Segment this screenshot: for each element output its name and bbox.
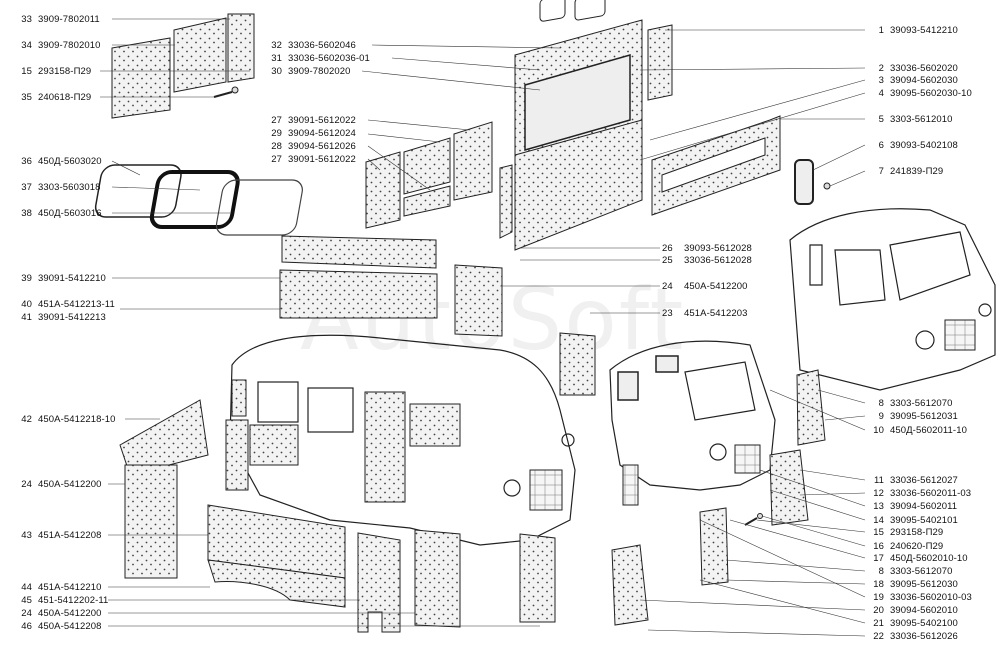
window-6 (794, 159, 831, 205)
panel-5 (651, 115, 781, 216)
screw-15-16 (744, 513, 763, 526)
panel-24-left (124, 464, 178, 579)
cab-top-right (789, 208, 996, 391)
van-body (225, 334, 576, 546)
panel-33-34 (111, 13, 255, 119)
cab-front-view (609, 340, 776, 506)
rear-door-panels (499, 0, 673, 251)
panel-46 (357, 529, 556, 633)
window-seals (94, 164, 303, 236)
roof-panels (279, 235, 596, 396)
screw-35 (213, 86, 239, 98)
leader-lines (100, 18, 866, 637)
panel-42 (119, 399, 209, 476)
right-strip-panels (611, 369, 826, 626)
side-panels-27-29 (365, 121, 493, 229)
panel-44-45 (207, 559, 346, 608)
